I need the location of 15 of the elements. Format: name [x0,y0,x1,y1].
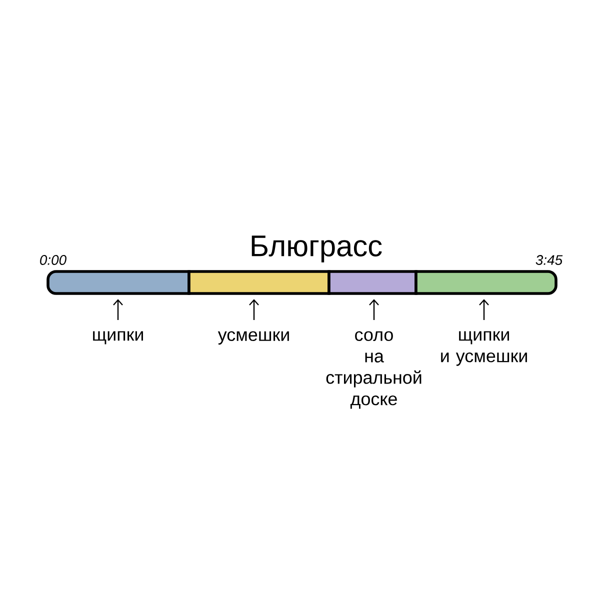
annotation-label: соло на стиральной доске [326,331,422,409]
arrow [369,299,379,320]
title: Блюграсс [252,236,382,262]
annotation-label: щипки [93,331,143,344]
timeline-segment [188,270,330,295]
annotation-label: щипки и усмешки [441,331,527,366]
timeline-segment [414,270,558,295]
arrow [479,299,489,320]
time-label: 0:00 [40,255,66,265]
arrow [113,299,123,320]
timeline-segment [328,270,418,295]
arrow [249,299,259,320]
annotation-label: усмешки [218,331,289,345]
time-label: 3:45 [536,255,563,265]
timeline-segment [46,270,190,295]
